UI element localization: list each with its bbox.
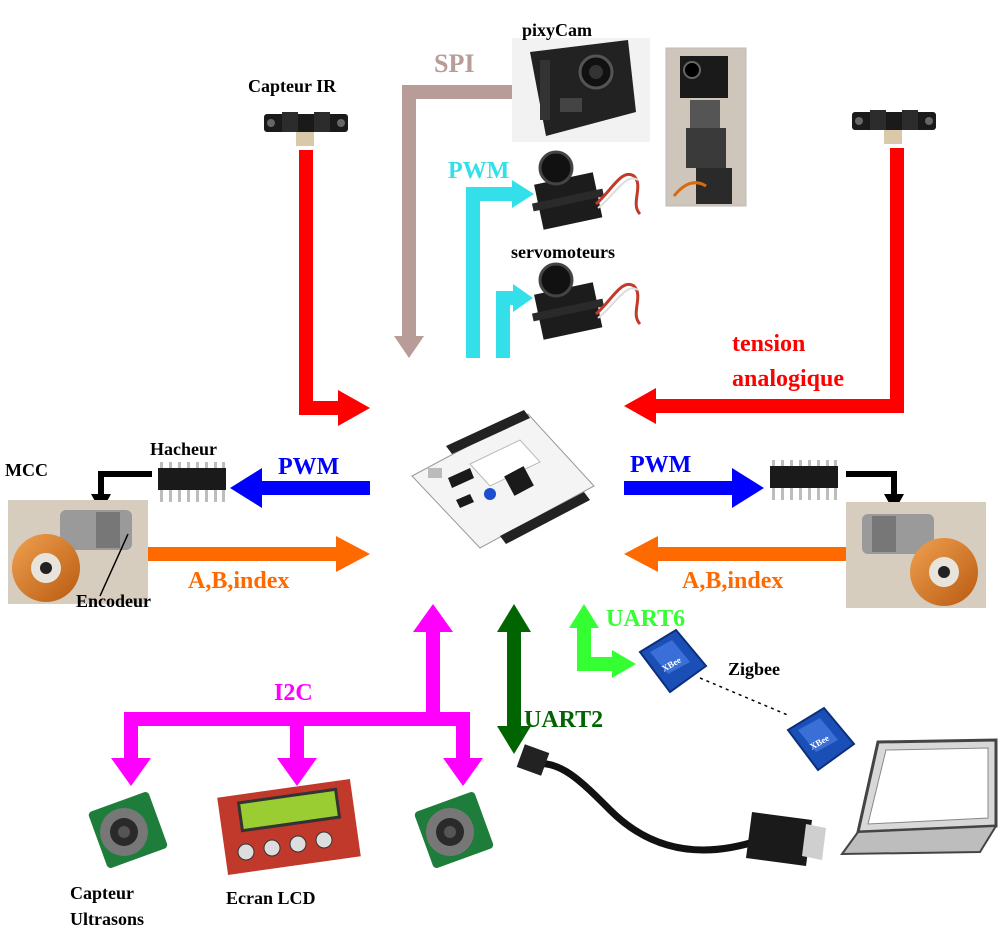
pwm-servo-connector-2: [496, 284, 533, 358]
pwm-servo-connector-1: [466, 180, 534, 358]
label-tension: tension: [732, 331, 805, 357]
encoder-left-connector: [129, 524, 370, 572]
label-capteur: Capteur: [70, 883, 134, 903]
label-uart2: UART2: [524, 707, 603, 733]
nucleo-mcu-board: [411, 410, 595, 549]
label-pwm-servo: PWM: [448, 158, 509, 184]
servo-motor-2: [531, 262, 642, 340]
uart2-connector: [497, 604, 531, 754]
encodeur-pointer-line: [99, 533, 129, 597]
usb-cable: [516, 744, 826, 866]
zigbee-wireless-link: [699, 677, 791, 717]
laptop-icon: [840, 738, 998, 856]
label-pwm-right: PWM: [630, 452, 691, 478]
motor-wheel-left: [8, 500, 148, 604]
hacheur-chip-left: [158, 462, 226, 502]
label-uart6: UART6: [606, 606, 685, 632]
xbee-module-2: XBee: [786, 706, 856, 772]
label-zigbee: Zigbee: [728, 659, 780, 679]
ir-left-connector: [299, 150, 370, 426]
label-abindex-left: A,B,index: [188, 568, 289, 594]
ultrasonic-sensor-1: [88, 791, 168, 869]
label-spi: SPI: [434, 49, 474, 78]
label-servomoteurs: servomoteurs: [511, 242, 615, 262]
hacheur-chip-right: [770, 460, 838, 500]
label-analogique: analogique: [732, 366, 844, 392]
label-i2c: I2C: [274, 680, 313, 706]
label-ultrasons: Ultrasons: [70, 909, 144, 929]
ir-sensor-right: [852, 110, 936, 144]
label-hacheur: Hacheur: [150, 439, 217, 459]
label-pwm-left: PWM: [278, 454, 339, 480]
xbee-module-1: XBee: [638, 628, 708, 694]
uart6-connector: [569, 604, 636, 678]
pixycam-pan-tilt-photo: [665, 47, 747, 207]
label-encodeur: Encodeur: [76, 591, 151, 611]
lcd-display-board: [217, 779, 361, 875]
pwm-right-connector: [624, 468, 764, 508]
encoder-right-connector: [624, 524, 865, 572]
label-abindex-right: A,B,index: [682, 568, 783, 594]
pixycam-board: [512, 38, 650, 142]
label-mcc: MCC: [5, 460, 48, 480]
ir-sensor-left: [264, 112, 348, 146]
servo-motor-1: [531, 150, 642, 230]
label-ecran-lcd: Ecran LCD: [226, 888, 316, 908]
pwm-left-connector: [230, 468, 370, 508]
ultrasonic-sensor-2: [414, 791, 494, 869]
i2c-bus: [111, 604, 483, 786]
label-pixycam: pixyCam: [522, 20, 592, 40]
motor-wheel-right: [846, 502, 986, 608]
ir-right-connector: [624, 148, 904, 424]
label-capteur-ir: Capteur IR: [248, 76, 337, 96]
